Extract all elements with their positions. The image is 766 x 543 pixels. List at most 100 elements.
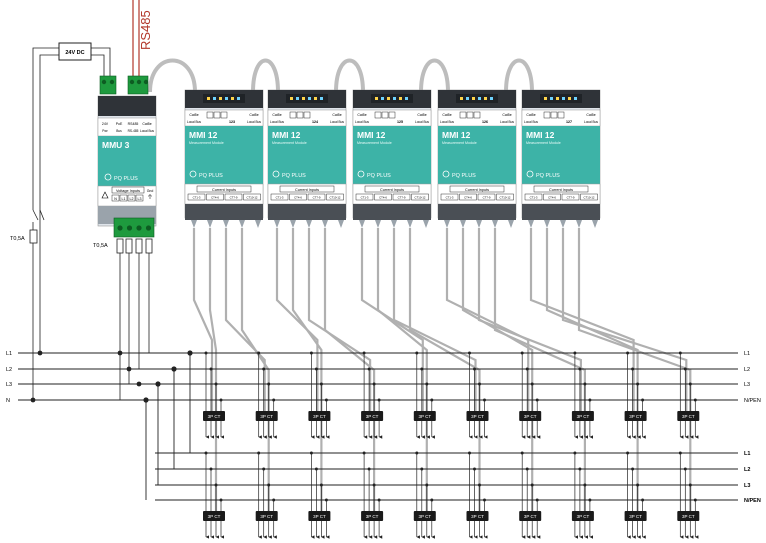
current-terminal [561, 193, 580, 201]
current-terminal [580, 193, 598, 201]
junction-dot [257, 451, 261, 455]
patch-cable [334, 58, 365, 93]
junction-dot [377, 498, 381, 502]
ct-lower-ct-box [203, 511, 225, 521]
ct-lower-ct-box [308, 511, 331, 521]
voltage-terminal-label: N [114, 197, 117, 201]
current-inputs-label: Current Inputs [295, 188, 319, 192]
module-cat-right: Cat5e [417, 113, 426, 117]
junction-dot [425, 382, 429, 386]
dip-switch [220, 111, 228, 119]
ct-upper-ct-label: 3P CT [629, 414, 642, 419]
gnd-label: Gnd [147, 189, 154, 193]
current-terminal [459, 193, 477, 201]
status-led [302, 97, 305, 100]
busbar-upper-label-left: L1 [6, 351, 12, 357]
cable-gland-icon [239, 220, 245, 228]
supply-wire-right-2 [91, 54, 105, 78]
junction-dot [209, 467, 213, 471]
junction-dot [525, 367, 529, 371]
junction-dot [372, 382, 376, 386]
junction-dot [430, 398, 434, 402]
junction-dot [37, 350, 43, 356]
dip-switch [550, 111, 558, 119]
module-cat-right: Cat5e [332, 113, 341, 117]
sensor-cable [192, 228, 214, 411]
ground-icon [148, 194, 152, 199]
module-name: MMI 12 [272, 130, 301, 140]
module-cat-left: Cat5e [272, 113, 281, 117]
junction-dot [319, 382, 323, 386]
module-brand: PQ PLUS [452, 173, 476, 179]
voltage-fuse [135, 238, 143, 254]
module-bus-left: Local Bus [440, 120, 454, 124]
voltage-inputs-label: Voltage Inputs [116, 189, 140, 193]
status-led [225, 97, 228, 100]
junction-dot [573, 351, 577, 355]
junction-dot [483, 398, 486, 402]
ct-lower-ct-label: 3P CT [629, 514, 642, 519]
module-bus-right: Local Bus [415, 120, 429, 124]
ct-lower-ct-box [413, 511, 436, 521]
cable-gland-icon [508, 220, 514, 228]
junction-dot [272, 398, 276, 402]
junction-dot [688, 483, 692, 487]
module-mmi12 [352, 89, 432, 228]
status-led [466, 97, 469, 100]
module-cat-right: Cat5e [249, 113, 258, 117]
junction-dot [573, 451, 577, 455]
junction-dot [143, 397, 149, 403]
module-subtitle: Measurement Module [526, 141, 561, 145]
status-led [460, 97, 463, 100]
module-cat-left: Cat5e [357, 113, 366, 117]
module-face [268, 126, 346, 184]
module-bus-left: Local Bus [524, 120, 538, 124]
junction-dot [314, 467, 318, 471]
junction-dot [420, 467, 424, 471]
current-terminal-label: CT4-6 [379, 196, 387, 200]
current-terminal [187, 193, 206, 201]
pqplus-logo-icon [357, 170, 365, 178]
module-face [438, 126, 516, 184]
dip-switch [206, 111, 214, 119]
module-name: MMI 12 [357, 130, 386, 140]
module-address: 127 [566, 120, 572, 124]
junction-dot [473, 367, 476, 371]
current-terminal-label: CT4-6 [548, 196, 556, 200]
current-terminal [477, 193, 496, 201]
busbar-lower-label-right: L2 [744, 467, 750, 473]
ct-lower-ct-label: 3P CT [471, 514, 484, 519]
module-bus-left: Local Bus [270, 120, 284, 124]
rs485-label: RS485 [138, 10, 153, 50]
busbar-upper-label-right: N/PEN [744, 398, 761, 404]
master-brand: PQ PLUS [114, 176, 138, 182]
master-port-strip [97, 117, 157, 137]
status-led [381, 97, 384, 100]
module-mmi12 [267, 89, 347, 228]
current-terminal-label: CT10-12 [247, 196, 258, 200]
sensor-cable [477, 228, 582, 411]
junction-dot [415, 451, 419, 455]
current-inputs-box [364, 185, 420, 193]
status-led [544, 97, 547, 100]
screw-icon [117, 225, 123, 231]
current-terminal-label: CT1-3 [446, 196, 454, 200]
master-port-sublabel: RS-485 [128, 129, 139, 133]
junction-dot [693, 398, 697, 402]
cable-gland-icon [274, 220, 280, 228]
cable-gland-icon [338, 220, 344, 228]
current-terminal-label: CT7-9 [398, 196, 406, 200]
junction-dot [367, 367, 371, 371]
current-terminal [307, 193, 326, 201]
module-brand: PQ PLUS [199, 173, 223, 179]
pqplus-logo-icon [104, 173, 112, 181]
voltage-terminal-label: L2 [130, 197, 134, 201]
junction-dot [525, 467, 529, 471]
module-cat-right: Cat5e [586, 113, 595, 117]
module-led-strip [456, 94, 498, 103]
ct-lower-ct-box [519, 511, 542, 521]
screw-icon [126, 225, 133, 231]
module-bus-right: Local Bus [247, 120, 261, 124]
